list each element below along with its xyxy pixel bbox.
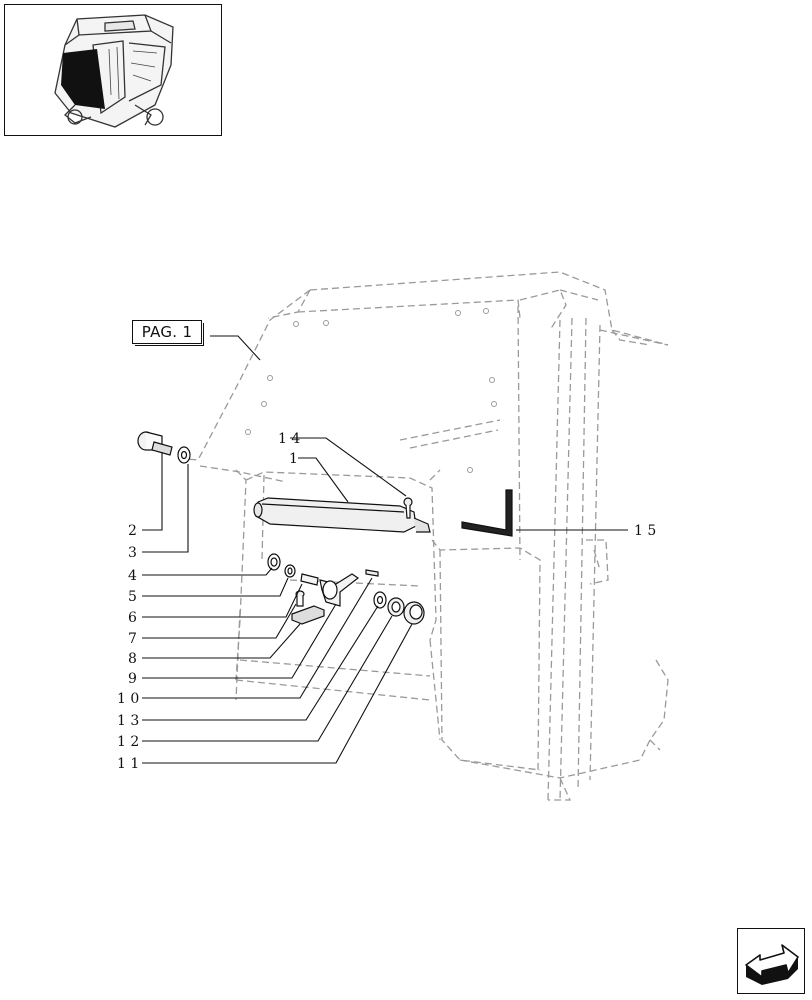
part-cap-11 [403, 601, 425, 625]
callout-14: 1 4 [278, 431, 300, 447]
callout-7: 7 [128, 631, 137, 647]
callout-5: 5 [128, 589, 137, 605]
part-lever-9 [319, 573, 360, 607]
callout-15: 1 5 [634, 523, 656, 539]
next-page-button[interactable] [737, 928, 805, 994]
callout-9: 9 [128, 671, 137, 687]
next-page-arrow-icon [745, 944, 799, 985]
cab-outline [175, 271, 669, 801]
cab-thumbnail-icon [54, 14, 174, 128]
callout-1: 1 [289, 451, 298, 467]
frame-bolt-holes [245, 308, 497, 473]
part-pin-6 [300, 573, 319, 586]
leader-lines [142, 335, 628, 764]
page-reference-label: PAG. 1 [141, 323, 193, 341]
page-reference-box[interactable]: PAG. 1 [132, 320, 204, 346]
part-screw-14 [403, 497, 413, 519]
callout-8: 8 [128, 651, 137, 667]
part-handle-1 [253, 497, 431, 533]
parts [137, 431, 513, 625]
callout-4: 4 [128, 568, 137, 584]
callout-3: 3 [128, 545, 137, 561]
part-bolt-2 [137, 431, 173, 456]
cab-thumbnail [4, 4, 222, 136]
callout-labels: 2 3 4 5 6 7 8 9 1 0 1 3 1 2 1 1 1 4 1 1 … [117, 431, 656, 772]
callout-2: 2 [128, 523, 137, 539]
part-bracket-8 [291, 605, 325, 625]
callout-10: 1 0 [117, 691, 139, 707]
callout-6: 6 [128, 610, 137, 626]
part-screw-7 [295, 590, 305, 607]
part-rod-15 [461, 489, 513, 537]
callout-13: 1 3 [117, 713, 139, 729]
callout-11: 1 1 [117, 756, 139, 772]
callout-12: 1 2 [117, 734, 139, 750]
part-spring-pin-10 [365, 569, 379, 577]
